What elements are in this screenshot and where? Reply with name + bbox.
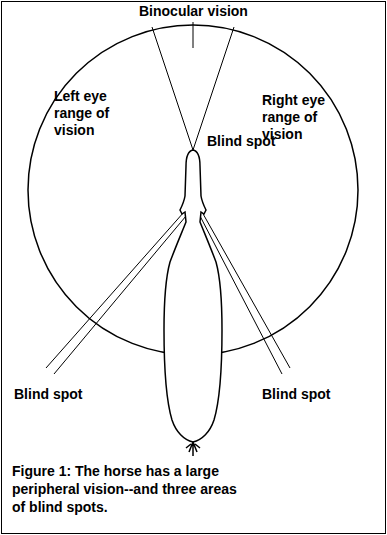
blind-spot-label: Blind spot bbox=[14, 386, 82, 403]
right-eye-label: Right eye range of vision bbox=[262, 92, 344, 143]
horse-tail bbox=[186, 442, 200, 456]
binocular-edge bbox=[152, 27, 193, 150]
blind-spot-label: Blind spot bbox=[262, 386, 330, 403]
left-vision-edge bbox=[46, 212, 184, 368]
binocular-label: Binocular vision bbox=[139, 3, 248, 20]
horse-silhouette bbox=[164, 150, 222, 442]
binocular-edge bbox=[193, 27, 234, 150]
figure-caption: Figure 1: The horse has a large peripher… bbox=[12, 462, 248, 516]
left-eye-label: Left eye range of vision bbox=[54, 88, 136, 139]
binocular-marker bbox=[193, 22, 194, 48]
